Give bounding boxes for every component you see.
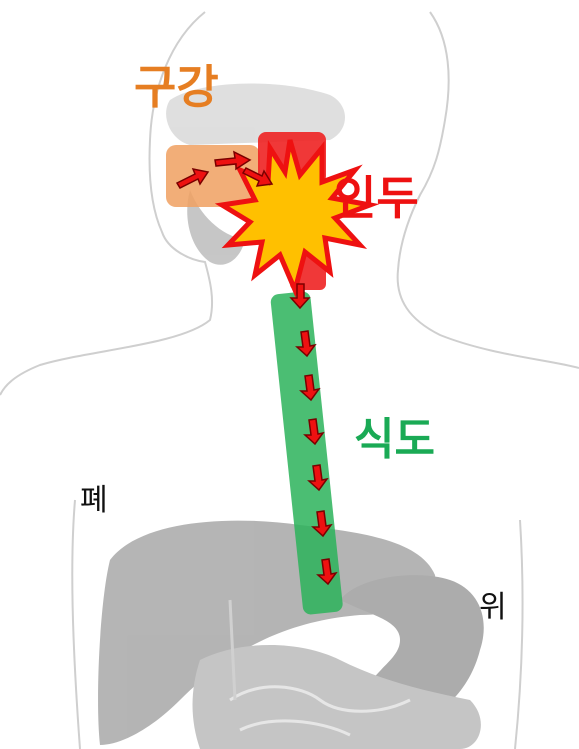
stomach-label: 위	[479, 593, 507, 623]
lung-label: 폐	[80, 486, 108, 516]
esophagus-label: 식도	[354, 418, 435, 462]
pharynx-label: 인두	[334, 175, 419, 221]
oral-cavity-label: 구강	[134, 64, 219, 110]
